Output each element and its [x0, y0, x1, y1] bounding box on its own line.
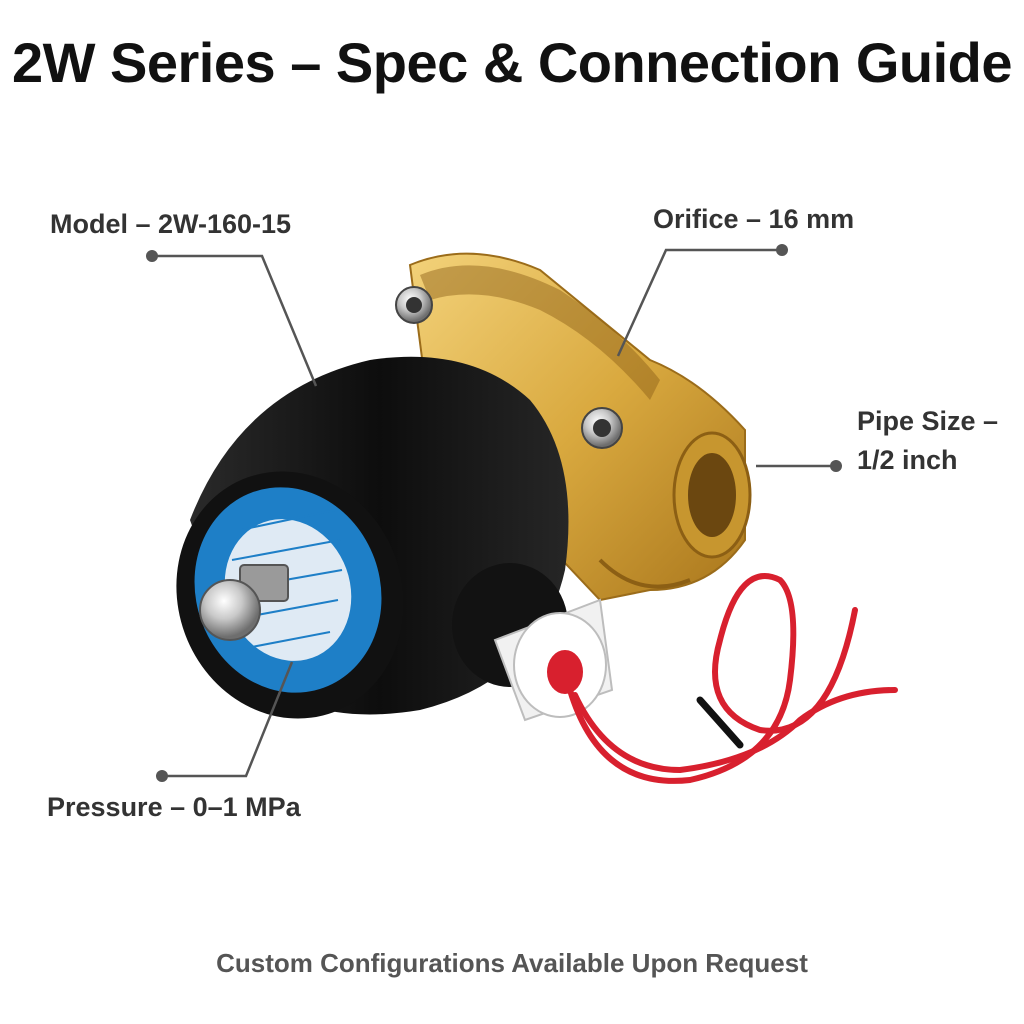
- brass-valve-body: [408, 252, 752, 602]
- footer-note: Custom Configurations Available Upon Req…: [216, 948, 808, 978]
- cable-gland: [452, 563, 614, 722]
- pipe-size-callout-line1: Pipe Size –: [857, 406, 999, 436]
- hex-bolt-icon: [395, 286, 623, 449]
- model-callout: Model – 2W-160-15: [50, 209, 292, 239]
- pressure-callout: Pressure – 0–1 MPa: [47, 792, 301, 822]
- page-title: 2W Series – Spec & Connection Guide: [11, 31, 1013, 94]
- chrome-cap-nut-icon: [199, 564, 289, 641]
- red-wire-leads: [567, 573, 898, 784]
- callout-leaders: [152, 248, 836, 778]
- cable-tie-icon: [696, 696, 744, 749]
- orifice-callout: Orifice – 16 mm: [653, 204, 855, 234]
- callout-dot-icon: [146, 244, 842, 782]
- pipe-size-callout: Pipe Size – 1/2 inch: [857, 402, 998, 480]
- pipe-size-callout-line2: 1/2 inch: [857, 445, 958, 476]
